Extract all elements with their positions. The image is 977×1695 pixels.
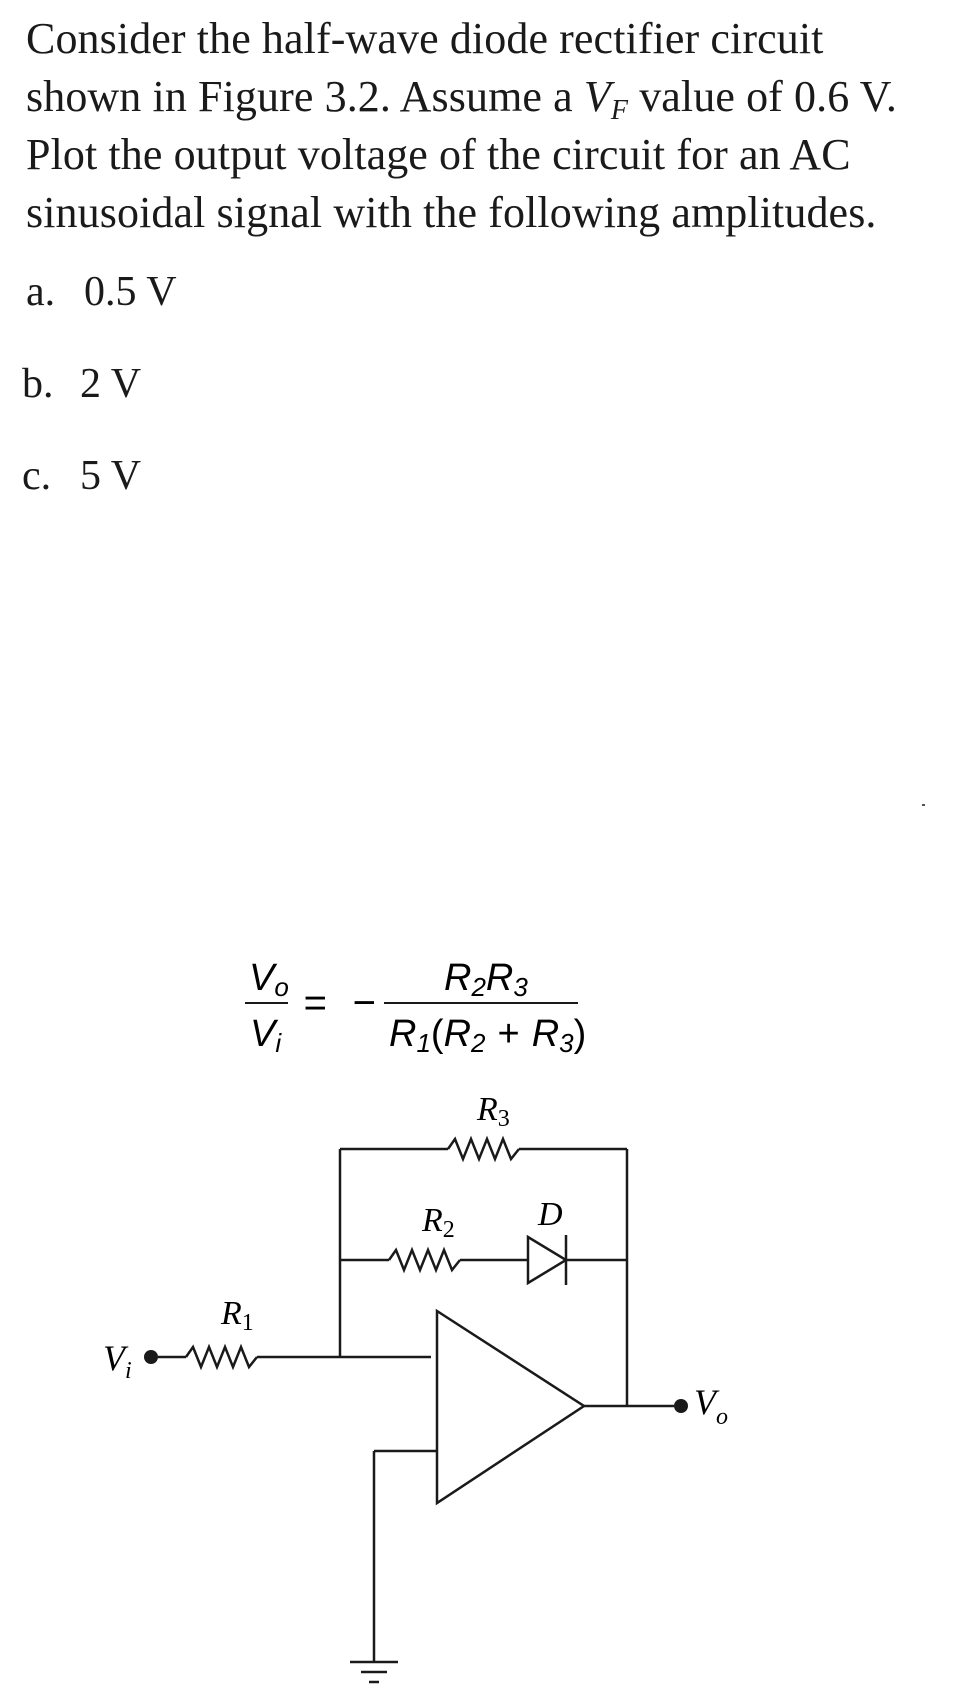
resistor-r3 [446,1135,520,1163]
option-c-letter: c. [22,453,52,499]
vf-symbol: V [583,72,611,121]
problem-statement: Consider the half-wave diode rectifier c… [26,10,956,242]
option-a: a. 0.5 V [26,268,177,316]
problem-line-3: Plot the output voltage of the circuit f… [26,130,851,179]
option-b-letter: b. [22,361,54,407]
op-amp [435,1308,587,1506]
input-terminal [144,1350,158,1364]
output-terminal [674,1399,688,1413]
label-vout: Vo [694,1382,728,1430]
stray-mark [922,804,925,806]
problem-line-2-start: shown in Figure 3.2. Assume a [26,72,584,121]
resistor-r2 [387,1246,461,1274]
option-b-value: 2 V [80,361,142,407]
option-c-value: 5 V [80,453,142,499]
option-a-letter: a. [26,269,56,315]
transfer-equation: Vo Vi = − R2R3 R1(R2+R3) [245,957,586,1058]
option-c: c. 5 V [22,452,141,500]
option-a-value: 0.5 V [84,269,177,315]
eq-denominator: R1(R2+R3) [389,1013,586,1058]
diode-d [526,1234,569,1286]
eq-vo: Vo [249,957,289,1002]
label-r1: R1 [220,1295,254,1336]
resistor-r1 [184,1343,258,1371]
label-r2: R2 [421,1202,455,1243]
eq-numerator: R2R3 [444,957,528,1002]
option-b: b. 2 V [22,360,141,408]
problem-line-2-end: value of 0.6 V. [628,72,897,121]
eq-vi: Vi [250,1013,282,1058]
vf-subscript: F [610,95,629,126]
label-diode: D [537,1196,563,1233]
figure-3-2: Vo Vi = − R2R3 R1(R2+R3) [103,957,728,1684]
eq-equals: = [303,981,326,1025]
junction-node [339,1356,341,1358]
label-r3: R3 [476,1091,510,1132]
problem-line-4: sinusoidal signal with the following amp… [26,188,877,237]
problem-line-2: shown in Figure 3.2. Assume a VF value o… [26,68,956,126]
circuit-schematic [144,1135,688,1684]
ground-icon [350,1660,398,1684]
eq-minus: − [352,981,375,1025]
problem-line-1: Consider the half-wave diode rectifier c… [26,14,824,63]
label-vin: Vi [103,1338,132,1384]
